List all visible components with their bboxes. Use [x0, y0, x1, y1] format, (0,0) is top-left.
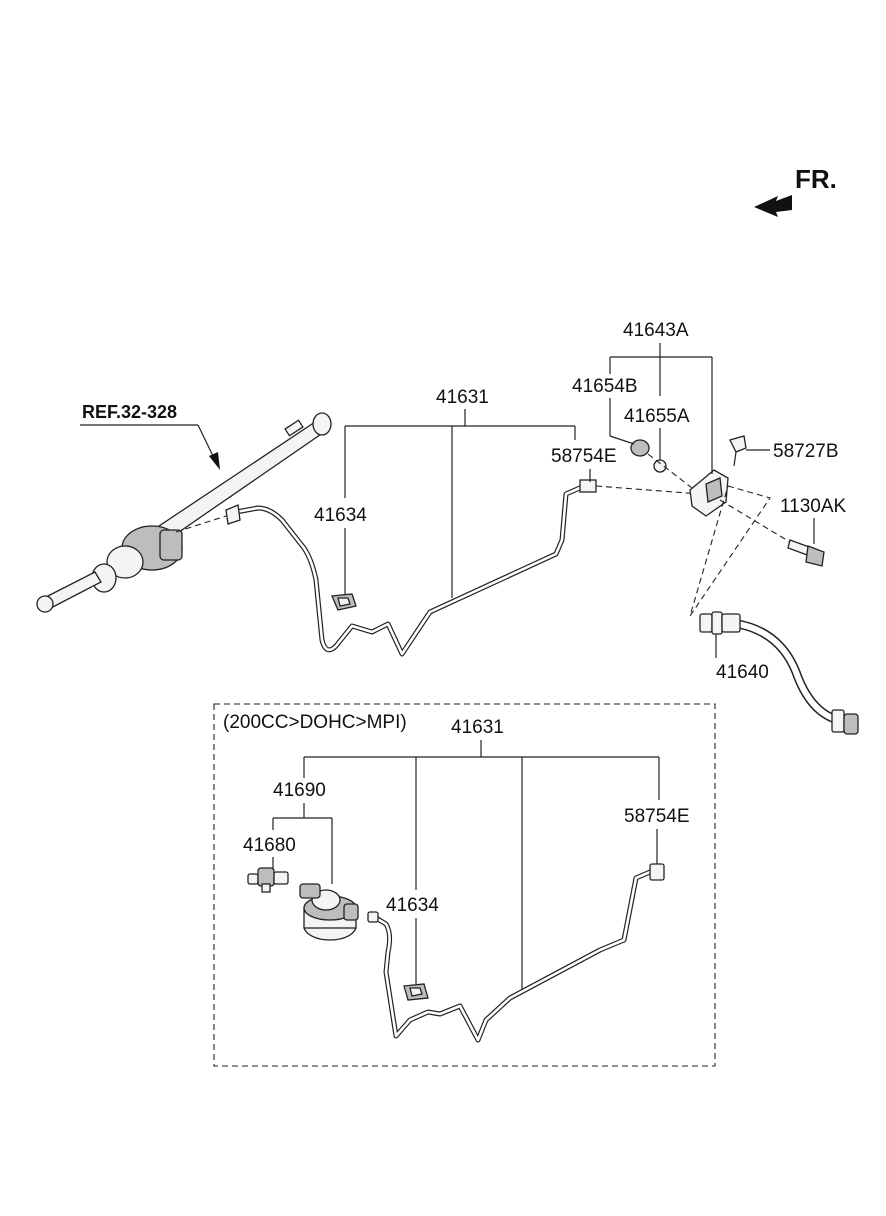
ref-arrow-icon	[209, 452, 220, 470]
variant-master-cylinder-shape	[299, 883, 359, 941]
cylinder-flange	[106, 545, 144, 579]
hose-drawing	[699, 611, 859, 735]
part-number-41634[interactable]: 41634	[314, 505, 367, 526]
callout-hose: 41640	[715, 634, 769, 683]
bolt-shape	[787, 539, 825, 567]
callout-bracket-kit: 41643A	[609, 320, 713, 474]
variant-part-number-58754E[interactable]: 58754E	[624, 806, 690, 827]
ref-label[interactable]: REF.32-328	[82, 402, 177, 422]
bolt-guide	[719, 499, 801, 549]
callout-clip: 41634	[314, 505, 367, 594]
part-number-41643A[interactable]: 41643A	[623, 320, 689, 341]
part-number-58754E[interactable]: 58754E	[551, 446, 617, 467]
part-number-41631[interactable]: 41631	[436, 387, 489, 408]
callout-grommet: 41654B	[572, 376, 638, 445]
variant-part-number-41634[interactable]: 41634	[386, 895, 439, 916]
front-direction-label: FR.	[795, 164, 837, 194]
cylinder-port	[159, 529, 183, 561]
clip-b-shape	[729, 435, 747, 453]
part-number-41654B[interactable]: 41654B	[572, 376, 638, 397]
hose-guide	[689, 485, 771, 617]
bracket-insert	[705, 477, 723, 503]
grommet-shape	[630, 439, 650, 457]
variant-tube-clip	[403, 983, 429, 1001]
cylinder-clip	[284, 419, 304, 437]
main-tube-drawing	[225, 479, 597, 657]
front-arrow-icon	[754, 195, 792, 217]
variant-fitting-shape	[247, 867, 289, 893]
bracket-assembly-drawing	[595, 435, 825, 617]
variant-part-number-41631[interactable]: 41631	[451, 717, 504, 738]
part-number-58727B[interactable]: 58727B	[773, 441, 839, 462]
tube-fitting-left	[225, 504, 241, 525]
callout-bolt: 1130AK	[780, 496, 847, 544]
variant-callout-tube-assembly: 41631	[303, 717, 660, 990]
variant-part-number-41690[interactable]: 41690	[273, 780, 326, 801]
cylinder-end-cap	[312, 412, 332, 436]
front-direction-indicator: FR.	[754, 164, 837, 217]
variant-tube-fitting-left	[367, 911, 379, 923]
tube-fitting-right	[579, 479, 597, 493]
hose-fitting-right	[831, 709, 859, 735]
variant-tube-drawing	[367, 863, 665, 1043]
part-number-41655A[interactable]: 41655A	[624, 406, 690, 427]
ref-callout: REF.32-328	[80, 402, 220, 470]
part-number-1130AK[interactable]: 1130AK	[780, 496, 847, 517]
push-rod-eye	[36, 595, 54, 613]
variant-box: (200CC>DOHC>MPI) 41631 41690 41680	[213, 703, 716, 1067]
variant-callout-fitting: 41680	[243, 835, 296, 872]
callout-tube-assembly: 41631	[344, 387, 576, 598]
tube-clip-41634	[331, 593, 357, 611]
cylinder-pipe-guide	[175, 515, 227, 533]
clip-b-stem	[733, 451, 737, 467]
variant-callout-clip: 41634	[386, 895, 439, 984]
variant-callout-connector: 58754E	[624, 806, 690, 864]
part-number-41640[interactable]: 41640	[716, 662, 769, 683]
variant-part-number-41680[interactable]: 41680	[243, 835, 296, 856]
callout-bushing: 41655A	[624, 406, 690, 460]
hose-fitting-left	[699, 611, 741, 635]
variant-callout-master-cylinder: 41690	[272, 780, 333, 884]
master-cylinder-drawing	[36, 412, 332, 613]
callout-clip-b: 58727B	[746, 441, 839, 462]
grommet-guide	[647, 453, 693, 489]
bracket-guide	[595, 485, 701, 495]
variant-box-title: (200CC>DOHC>MPI)	[223, 712, 407, 733]
ref-leader	[197, 424, 215, 459]
variant-tube-fitting-right	[649, 863, 665, 881]
variant-box-border	[213, 703, 716, 1067]
callout-connector: 58754E	[551, 446, 617, 482]
